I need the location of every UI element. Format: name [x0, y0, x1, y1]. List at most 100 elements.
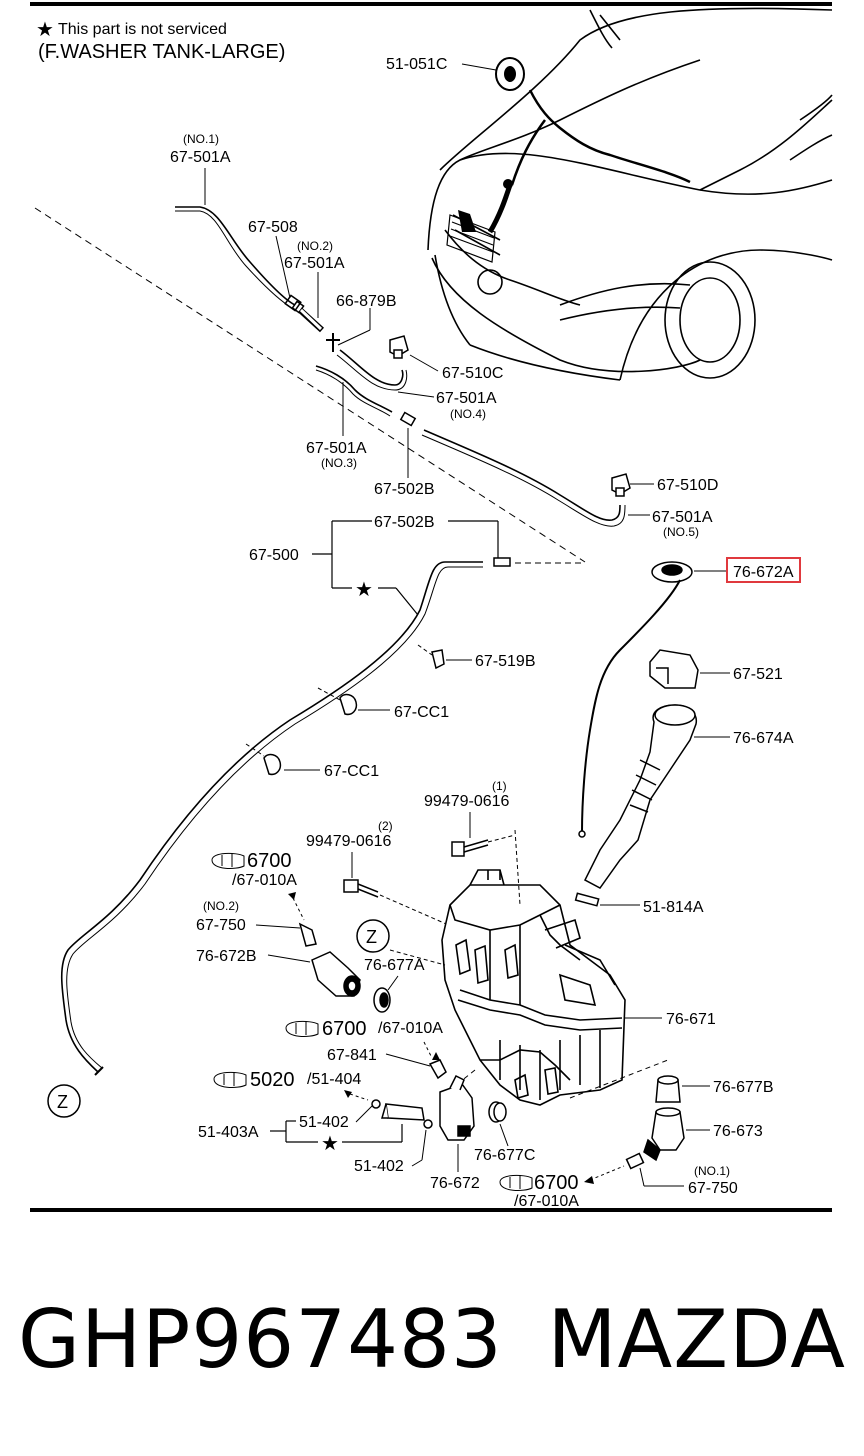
leader-51-402-b2	[411, 1159, 423, 1167]
footer: GHP967483 MAZDA	[0, 1290, 864, 1410]
ref-6700-a: 6700	[247, 850, 292, 872]
label-76-677B: 76-677B	[713, 1079, 774, 1096]
label-51-403A: 51-403A	[198, 1124, 259, 1141]
car-illustration	[427, 7, 833, 381]
label-76-677C: 76-677C	[474, 1147, 535, 1164]
leader-76-677A	[387, 975, 399, 991]
hose-no3	[315, 365, 393, 413]
header-note: This part is not serviced	[58, 21, 227, 38]
bracket-51-403A	[270, 1120, 403, 1143]
nozzle-67-510C	[389, 335, 409, 359]
label-no3: (NO.3)	[321, 456, 357, 470]
ref-arrow-5020	[349, 1093, 369, 1101]
motor-51-403A	[381, 1103, 425, 1121]
header-star: ★	[36, 19, 54, 41]
z-label-lower: Z	[57, 1092, 68, 1112]
ref-icon-5020	[213, 1071, 247, 1088]
seal-51-402-a	[371, 1099, 381, 1109]
highlight-76-672A	[726, 557, 801, 583]
header-title: (F.WASHER TANK-LARGE)	[38, 41, 285, 63]
label-51-402-a: 51-402	[299, 1114, 349, 1131]
label-67-501A-3: 67-501A	[306, 440, 367, 457]
pump-76-673	[643, 1107, 685, 1162]
main-hose-inner	[66, 566, 483, 1069]
label-51-402-b: 51-402	[354, 1158, 404, 1175]
hose-end	[94, 1066, 104, 1076]
ref-arrowhead-c	[584, 1176, 594, 1184]
ref-arrowhead-5020	[344, 1090, 352, 1098]
label-67-841: 67-841	[327, 1047, 377, 1064]
ref-arrowhead-a	[288, 892, 296, 900]
level-wire-end	[578, 830, 586, 838]
clip-67-CC1-b	[263, 753, 282, 776]
dashed-519B	[417, 644, 433, 656]
ref-icon-6700-a	[211, 852, 245, 869]
ref-arrow-b	[423, 1041, 433, 1059]
label-67-501A-1: 67-501A	[170, 149, 231, 166]
label-no5: (NO.5)	[663, 525, 699, 539]
hose-no1-inner	[175, 210, 293, 309]
ref-5020-sub: /51-404	[307, 1071, 361, 1088]
label-76-672A: 76-672A	[733, 564, 794, 581]
level-wire	[581, 579, 681, 833]
z-marker-lower	[47, 1084, 81, 1118]
leader-67-750-1	[639, 1167, 645, 1187]
label-67-502B-b: 67-502B	[374, 514, 435, 531]
hose-short-inner	[299, 308, 323, 331]
washer-tank-76-671	[441, 869, 626, 1106]
bolt-2	[343, 879, 379, 898]
label-67-500: 67-500	[249, 547, 299, 564]
leader-67-508	[275, 235, 291, 299]
grommet-51-051C	[495, 57, 525, 91]
hose-no1	[175, 206, 296, 306]
hood-hose-line2	[510, 119, 547, 186]
part-number: GHP967483	[18, 1293, 503, 1386]
label-67-508: 67-508	[248, 219, 298, 236]
hose-no4-inner	[336, 354, 408, 391]
bracket-star: ★	[355, 579, 373, 601]
label-no4: (NO.4)	[450, 407, 486, 421]
leader-51-402-b	[421, 1129, 427, 1161]
hood-clip	[458, 210, 476, 232]
check-valve-67-750-2	[298, 922, 317, 947]
elbow-67-841	[428, 1059, 447, 1080]
label-51-051C: 51-051C	[386, 56, 447, 73]
leader-76-677C	[499, 1123, 509, 1147]
clip-67-CC1-a	[339, 693, 358, 716]
pump-76-672	[439, 1074, 475, 1141]
label-no1b: (NO.1)	[694, 1164, 730, 1178]
label-76-671: 76-671	[666, 1011, 716, 1028]
ref-6700-c: 6700	[534, 1172, 579, 1194]
ref-5020: 5020	[250, 1069, 295, 1091]
hose-no4	[339, 349, 404, 386]
bracket-67-521	[649, 649, 699, 689]
label-n2: (2)	[378, 819, 393, 833]
hose-no5	[423, 429, 621, 521]
label-no2a: (NO.2)	[297, 239, 333, 253]
label-67-501A-2: 67-501A	[284, 255, 345, 272]
bracket-star-51-403A: ★	[321, 1133, 339, 1155]
label-67-501A-4: 67-501A	[436, 390, 497, 407]
leader-67-750-2	[255, 924, 301, 929]
grommet-76-677C	[488, 1101, 507, 1123]
ref-6700-b-sub: /67-010A	[378, 1020, 443, 1037]
filler-neck-76-674A	[584, 704, 698, 889]
label-67-510D: 67-510D	[657, 477, 718, 494]
label-bolt1: 99479-0616	[424, 793, 510, 810]
leader-66-879B-b	[337, 329, 371, 346]
label-67-519B: 67-519B	[475, 653, 536, 670]
label-n1: (1)	[492, 779, 507, 793]
leader-51-051C	[461, 63, 497, 71]
label-76-672: 76-672	[430, 1175, 480, 1192]
hood-nozzle	[503, 179, 513, 189]
ref-arrow-c	[589, 1165, 625, 1181]
label-67-CC1-b: 67-CC1	[324, 763, 379, 780]
label-51-814A: 51-814A	[643, 899, 704, 916]
hood-hose	[487, 184, 513, 234]
seal-51-402-b	[423, 1119, 433, 1129]
parts-diagram: ★ This part is not serviced (F.WASHER TA…	[30, 2, 833, 1212]
hood-hose-line	[528, 89, 691, 184]
cap-76-672A	[651, 561, 693, 583]
ref-icon-6700-c	[499, 1174, 533, 1191]
pump-76-672B	[311, 951, 361, 997]
